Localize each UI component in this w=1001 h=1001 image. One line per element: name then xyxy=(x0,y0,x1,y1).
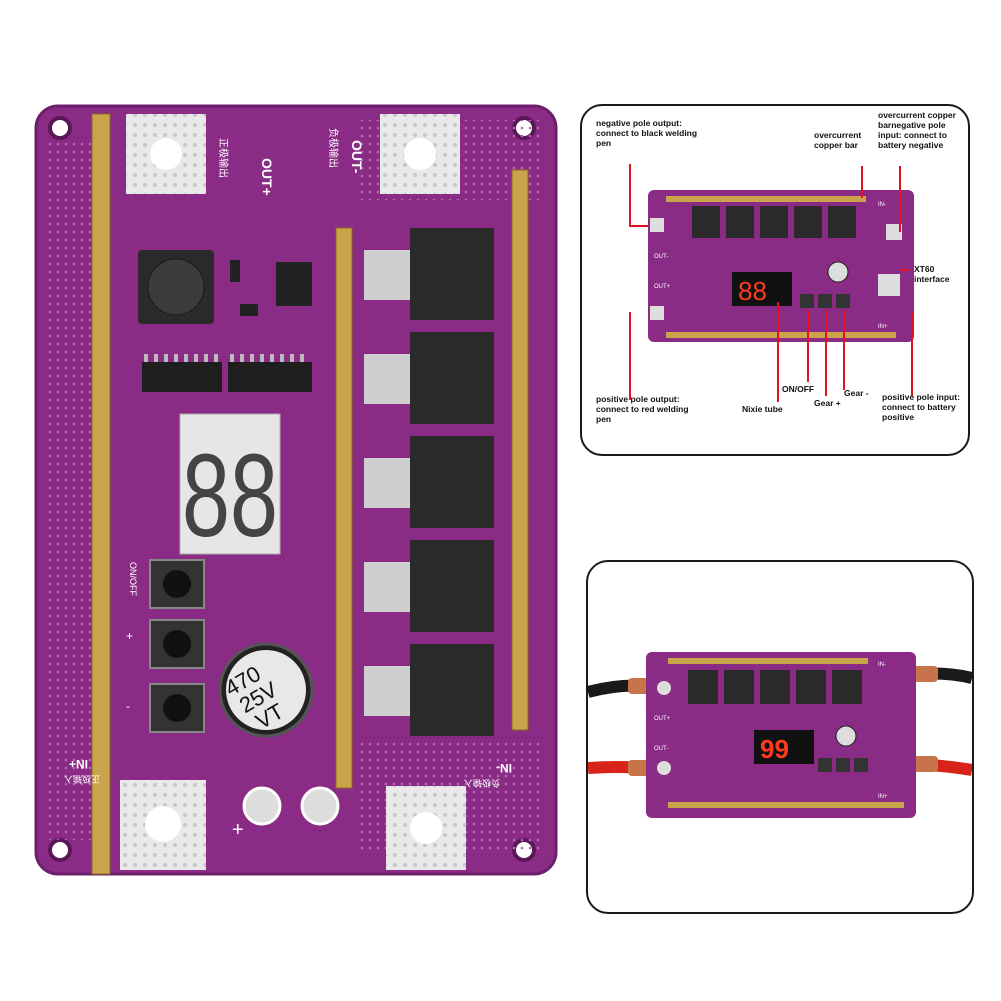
copper-bar-right xyxy=(511,169,529,731)
silk-out-minus: OUT- xyxy=(349,140,365,174)
label-on-off: ON/OFF xyxy=(782,384,815,394)
spot-welder-board-photo: OUT+ 正极输出 OUT- 负极输出 IN+ 正极输入 IN- 负极输入 ON… xyxy=(34,104,558,876)
label-gear-plus: Gear + xyxy=(814,398,841,408)
ic-chip-2 xyxy=(228,362,312,392)
terminal-pads xyxy=(120,114,466,870)
demo-out-plus: OUT+ xyxy=(654,716,671,722)
label-nixie-tube: Nixie tube xyxy=(742,404,783,414)
wiring-diagram-panel: 88 OUT- OUT+ IN- IN+ negative pole outpu… xyxy=(580,104,970,456)
diagram-display-digits: 88 xyxy=(738,276,767,306)
demo-display-digits: 99 xyxy=(760,734,789,764)
label-overcurrent-bar: overcurrent copper bar xyxy=(814,130,862,150)
mosfet-array xyxy=(364,228,494,736)
label-gear-minus: Gear - xyxy=(844,388,869,398)
silk-in-minus-cn: 负极输入 xyxy=(464,778,500,789)
silk-plus: + xyxy=(126,629,133,643)
demo-in-plus: IN+ xyxy=(878,794,888,800)
diagram-in-minus: IN- xyxy=(878,202,886,208)
diagram-out-minus: OUT- xyxy=(654,254,668,260)
silk-out-plus-cn: 正极输出 xyxy=(217,138,230,178)
silk-out-plus: OUT+ xyxy=(259,158,275,196)
demo-in-minus: IN- xyxy=(878,662,886,668)
diagram-board: 88 OUT- OUT+ IN- IN+ xyxy=(629,164,914,402)
ic-chip-1 xyxy=(142,362,222,392)
callout-lines xyxy=(629,164,913,402)
label-xt60: XT60 interface xyxy=(914,264,950,284)
display-digits: 88 xyxy=(182,430,278,562)
pad-plus-label: + xyxy=(232,819,244,841)
copper-bar-left xyxy=(91,113,111,875)
diagram-out-plus: OUT+ xyxy=(654,284,671,290)
label-positive-input: positive pole input: connect to battery … xyxy=(882,392,960,422)
copper-bar-middle xyxy=(335,227,353,789)
silk-in-plus: IN+ xyxy=(69,757,88,771)
demo-out-minus: OUT- xyxy=(654,746,668,752)
silk-in-plus-cn: 正极输入 xyxy=(64,774,100,785)
tactile-buttons xyxy=(149,559,205,733)
demo-board-with-cables: 99 OUT+ OUT- IN- IN+ xyxy=(588,652,972,818)
silk-minus: - xyxy=(126,699,130,713)
silk-onoff: ON/OFF xyxy=(128,562,138,596)
diagram-in-plus: IN+ xyxy=(878,324,888,330)
optocoupler xyxy=(276,262,312,306)
demo-photo-panel: 99 OUT+ OUT- IN- IN+ xyxy=(586,560,974,914)
label-positive-output: positive pole output: connect to red wel… xyxy=(596,394,689,424)
label-negative-output: negative pole output: connect to black w… xyxy=(596,118,698,148)
seven-segment-display xyxy=(179,413,281,555)
silk-in-minus: IN- xyxy=(496,761,512,775)
silk-out-minus-cn: 负极输出 xyxy=(327,128,340,168)
label-negative-input: overcurrent copper barnegative pole inpu… xyxy=(878,110,956,150)
